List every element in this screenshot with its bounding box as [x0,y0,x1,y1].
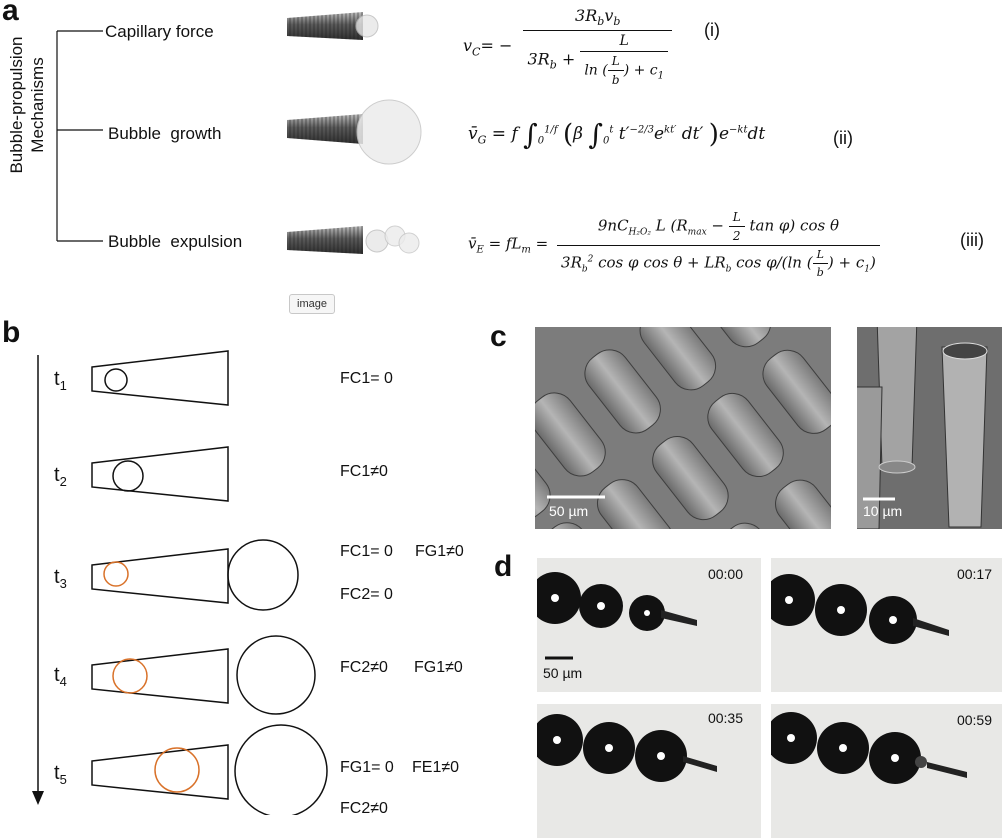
timestamp-frame-1: 00:00 [707,566,743,582]
equation-ii-label: (ii) [833,128,853,148]
image-tag[interactable]: image [289,294,335,314]
time-label-t2: t2 [54,464,67,489]
microtube-expulsion-image [287,225,420,254]
time-axis-arrow [32,355,44,805]
force-t3-c: FC2= 0 [340,586,393,603]
timestamp-frame-4: 00:59 [956,712,992,728]
sem-image-array: 50 µm [535,327,831,529]
scale-label-c-right: 10 µm [863,503,903,519]
microtube-capillary-image [287,12,379,40]
time-label-t4: t4 [54,664,67,689]
equation-ii: v̄G = f ∫01/f (β ∫0t t′−2/3ekt′ dt′ )e−k… [468,118,766,151]
time-label-t1: t1 [54,368,67,393]
equation-iii-label: (iii) [960,230,984,250]
bubble-schematic [91,350,328,815]
panel-label-d: d [494,550,513,583]
tube-shape-t1 [91,350,229,406]
mechanism-bubble-growth: Bubble growth [108,124,222,143]
force-t3-a: FC1= 0 [340,543,393,560]
tube-shape-t5 [91,744,229,800]
mechanism-bracket [56,30,103,242]
force-t5-b: FE1≠0 [412,759,460,776]
large-bubble-t3 [227,539,299,611]
force-t3-b: FG1≠0 [415,543,464,560]
tube-shape-t3 [91,548,229,604]
panel-label-b: b [2,316,21,349]
equation-i-label: (i) [704,20,720,40]
time-label-t5: t5 [54,762,67,787]
tube-shape-t4 [91,648,229,704]
video-frame-4: 00:59 [771,704,1002,838]
video-frame-1: 00:00 50 µm [537,558,761,692]
small-bubble-t5 [154,747,200,793]
large-bubble-t4 [236,635,316,715]
bubble-t1 [104,368,128,392]
force-t5-c: FC2≠0 [340,800,388,817]
force-t4-a: FC2≠0 [340,659,388,676]
timestamp-frame-3: 00:35 [707,710,743,726]
vertical-label-line-1: Bubble-propulsion [7,36,26,174]
scale-label-d: 50 µm [543,665,583,681]
scale-label-c-left: 50 µm [549,503,589,519]
force-t4-b: FG1≠0 [414,659,463,676]
force-t1-a: FC1= 0 [340,370,393,387]
mechanism-capillary-force: Capillary force [105,22,214,41]
force-t2-a: FC1≠0 [340,463,388,480]
tube-shape-t2 [91,446,229,502]
time-label-t3: t3 [54,566,67,591]
video-frame-3: 00:35 [537,704,761,838]
force-t5-a: FG1= 0 [340,759,394,776]
microtube-growth-image [287,99,422,165]
panel-label-c: c [490,320,507,353]
vertical-label-line-2: Mechanisms [28,57,47,153]
bubble-t2 [112,460,144,492]
large-bubble-t5 [234,724,328,815]
sem-image-closeup: 10 µm [857,327,1002,529]
small-bubble-t3 [103,561,129,587]
mechanism-bubble-expulsion: Bubble expulsion [108,232,243,251]
video-frame-2: 00:17 [771,558,1002,692]
vertical-mechanisms-label: Bubble-propulsion Mechanisms [6,5,50,205]
small-bubble-t4 [112,658,148,694]
panel-label-a: a [2,0,19,27]
timestamp-frame-2: 00:17 [956,566,992,582]
